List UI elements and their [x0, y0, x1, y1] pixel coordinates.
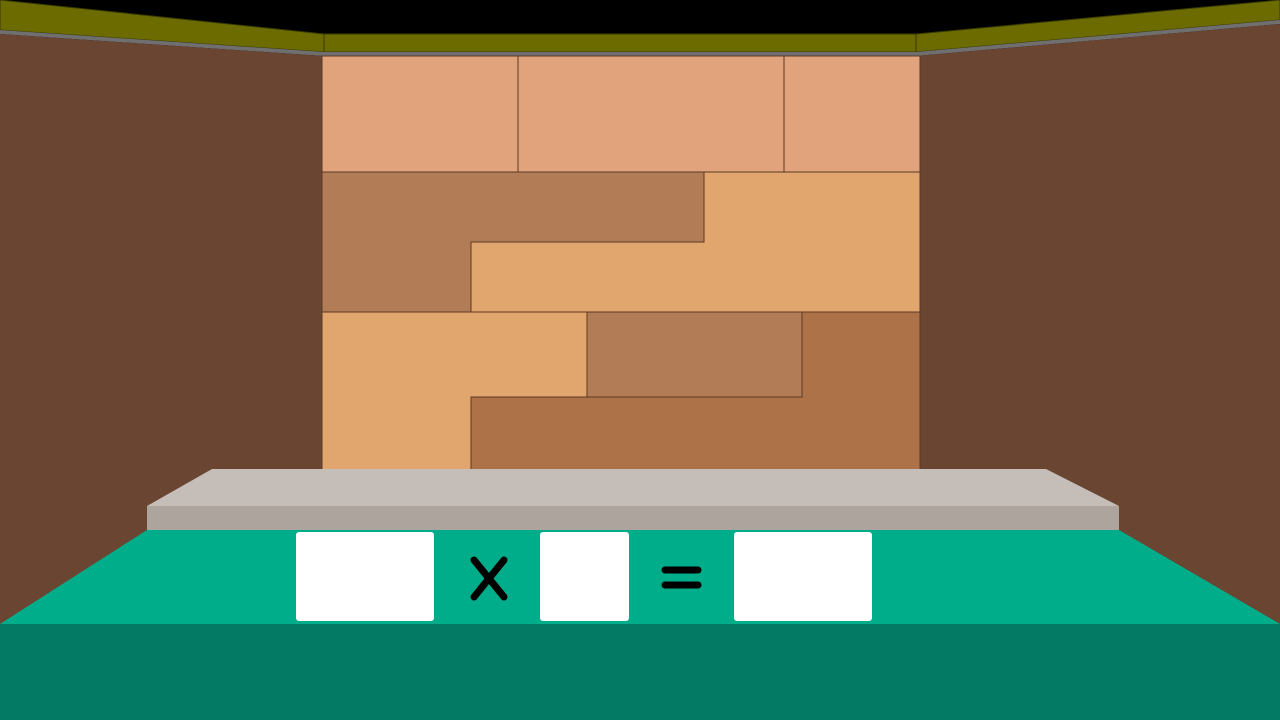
times-symbol	[470, 556, 508, 601]
factor-b-input[interactable]	[540, 532, 629, 621]
product-input[interactable]	[734, 532, 872, 621]
ceiling-edge-left	[0, 30, 324, 56]
ceiling-edge-center	[324, 52, 916, 56]
shelf-front	[147, 506, 1119, 530]
equals-symbol	[661, 566, 702, 589]
shelf-top	[147, 469, 1119, 506]
left-wall	[0, 34, 324, 720]
wall-tile	[517, 55, 785, 173]
ceiling-edge-right	[916, 20, 1280, 56]
ceiling-trim-right	[915, 0, 1280, 53]
wall-tile	[586, 311, 803, 398]
factor-a-input[interactable]	[296, 532, 434, 621]
ceiling-trim-center	[323, 33, 917, 53]
wall-tile	[321, 55, 519, 173]
right-wall	[916, 24, 1280, 720]
tile-wall	[321, 55, 921, 471]
table-top	[0, 530, 1280, 624]
table-front	[0, 624, 1280, 720]
wall-tile	[783, 55, 921, 173]
